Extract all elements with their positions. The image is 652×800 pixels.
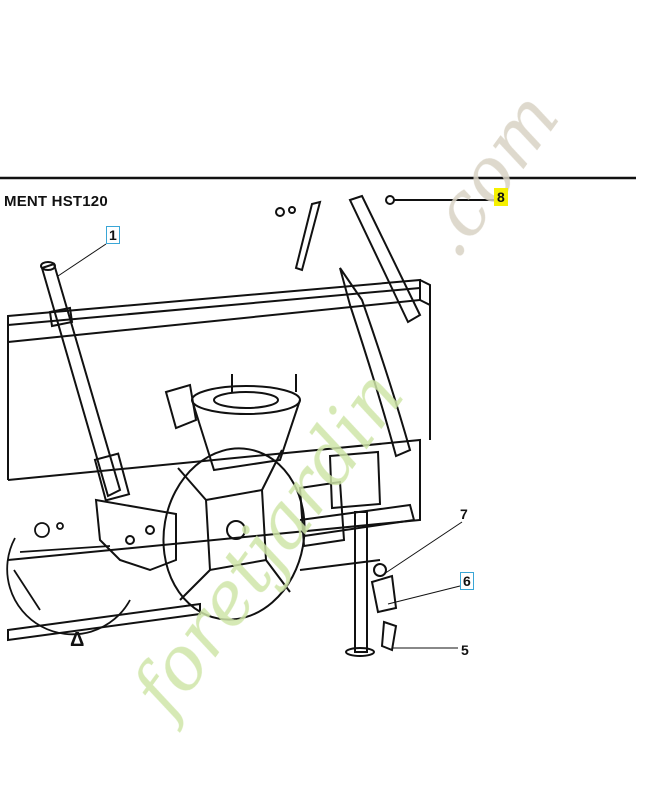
callout-6[interactable]: 6 (460, 572, 474, 590)
callout-5[interactable]: 5 (461, 642, 469, 658)
hopper-body (7, 305, 431, 561)
shaft-bracket (298, 450, 416, 571)
leader-lines (57, 243, 463, 649)
adjusting-arm (275, 194, 494, 458)
watermark: foretjardin .com (112, 77, 576, 735)
stand-leg (345, 511, 398, 657)
callout-1[interactable]: 1 (106, 226, 120, 244)
diagram-title: MENT HST120 (4, 193, 108, 210)
bottom-rail (7, 602, 201, 642)
feed-funnel (164, 374, 301, 472)
callout-8[interactable]: 8 (494, 188, 508, 206)
detail-mark: Δ (70, 629, 85, 651)
handle-lever (40, 261, 131, 502)
rotor-wheel (162, 447, 306, 621)
main-beam (7, 278, 431, 344)
callout-7[interactable]: 7 (460, 506, 468, 522)
left-bracket (94, 498, 177, 572)
detail-circle (6, 522, 131, 636)
watermark-text-gray: .com (401, 77, 576, 273)
